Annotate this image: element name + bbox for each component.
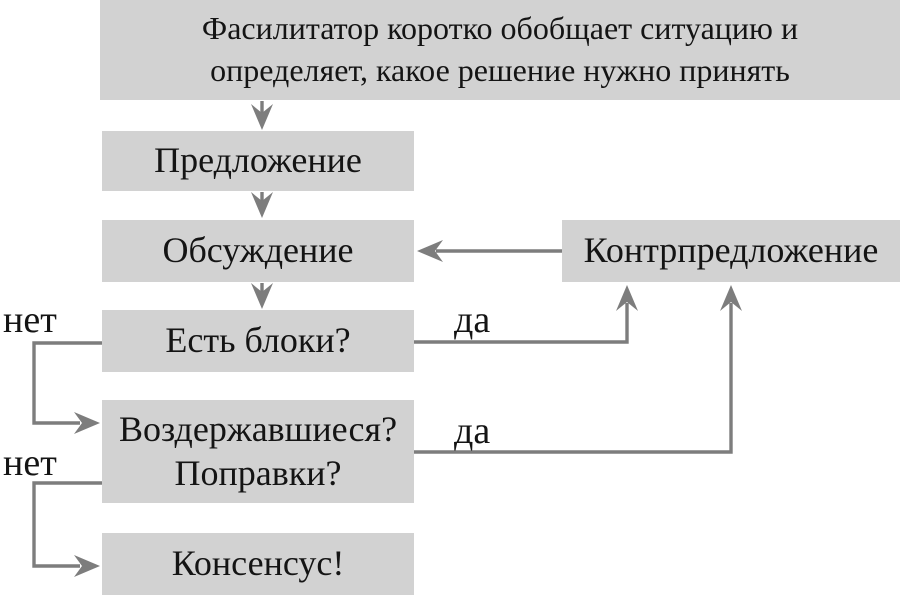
node-consensus: Консенсус! bbox=[102, 533, 414, 595]
edge-counterproposal-to-discussion bbox=[417, 240, 562, 262]
arrowhead-up-icon bbox=[720, 285, 742, 311]
node-blocks-question: Есть блоки? bbox=[102, 310, 414, 372]
arrowhead-up-icon bbox=[616, 285, 638, 311]
arrowhead-left-icon bbox=[417, 240, 443, 262]
edge-abstentions-yes-to-counterproposal bbox=[414, 285, 742, 454]
edge-label-yes-blocks: да bbox=[454, 299, 491, 341]
edge-blocks-no-to-abstentions bbox=[32, 341, 102, 434]
edge-blocks-yes-to-counterproposal bbox=[414, 285, 638, 344]
node-discussion: Обсуждение bbox=[102, 220, 414, 282]
node-proposal: Предложение bbox=[102, 131, 414, 191]
edge-label-no-abstentions: нет bbox=[3, 442, 57, 484]
arrowhead-down-icon bbox=[251, 104, 273, 130]
arrowhead-down-icon bbox=[251, 283, 273, 309]
node-counterproposal: Контрпредложение bbox=[562, 220, 900, 282]
edge-abstentions-no-to-consensus bbox=[32, 481, 102, 577]
edge-label-yes-abstentions: да bbox=[454, 410, 491, 452]
arrowhead-right-icon bbox=[74, 555, 100, 577]
edge-label-no-blocks: нет bbox=[3, 299, 57, 341]
arrowhead-down-icon bbox=[251, 192, 273, 218]
node-facilitator-summary: Фасилитатор коротко обобщает ситуацию и … bbox=[100, 0, 900, 100]
edge-discussion-to-blocks bbox=[251, 283, 273, 309]
edge-proposal-to-discussion bbox=[251, 192, 273, 218]
arrowhead-right-icon bbox=[74, 412, 100, 434]
edge-facilitator-to-proposal bbox=[251, 101, 273, 130]
node-abstentions-question: Воздержавшиеся? Поправки? bbox=[102, 400, 414, 503]
